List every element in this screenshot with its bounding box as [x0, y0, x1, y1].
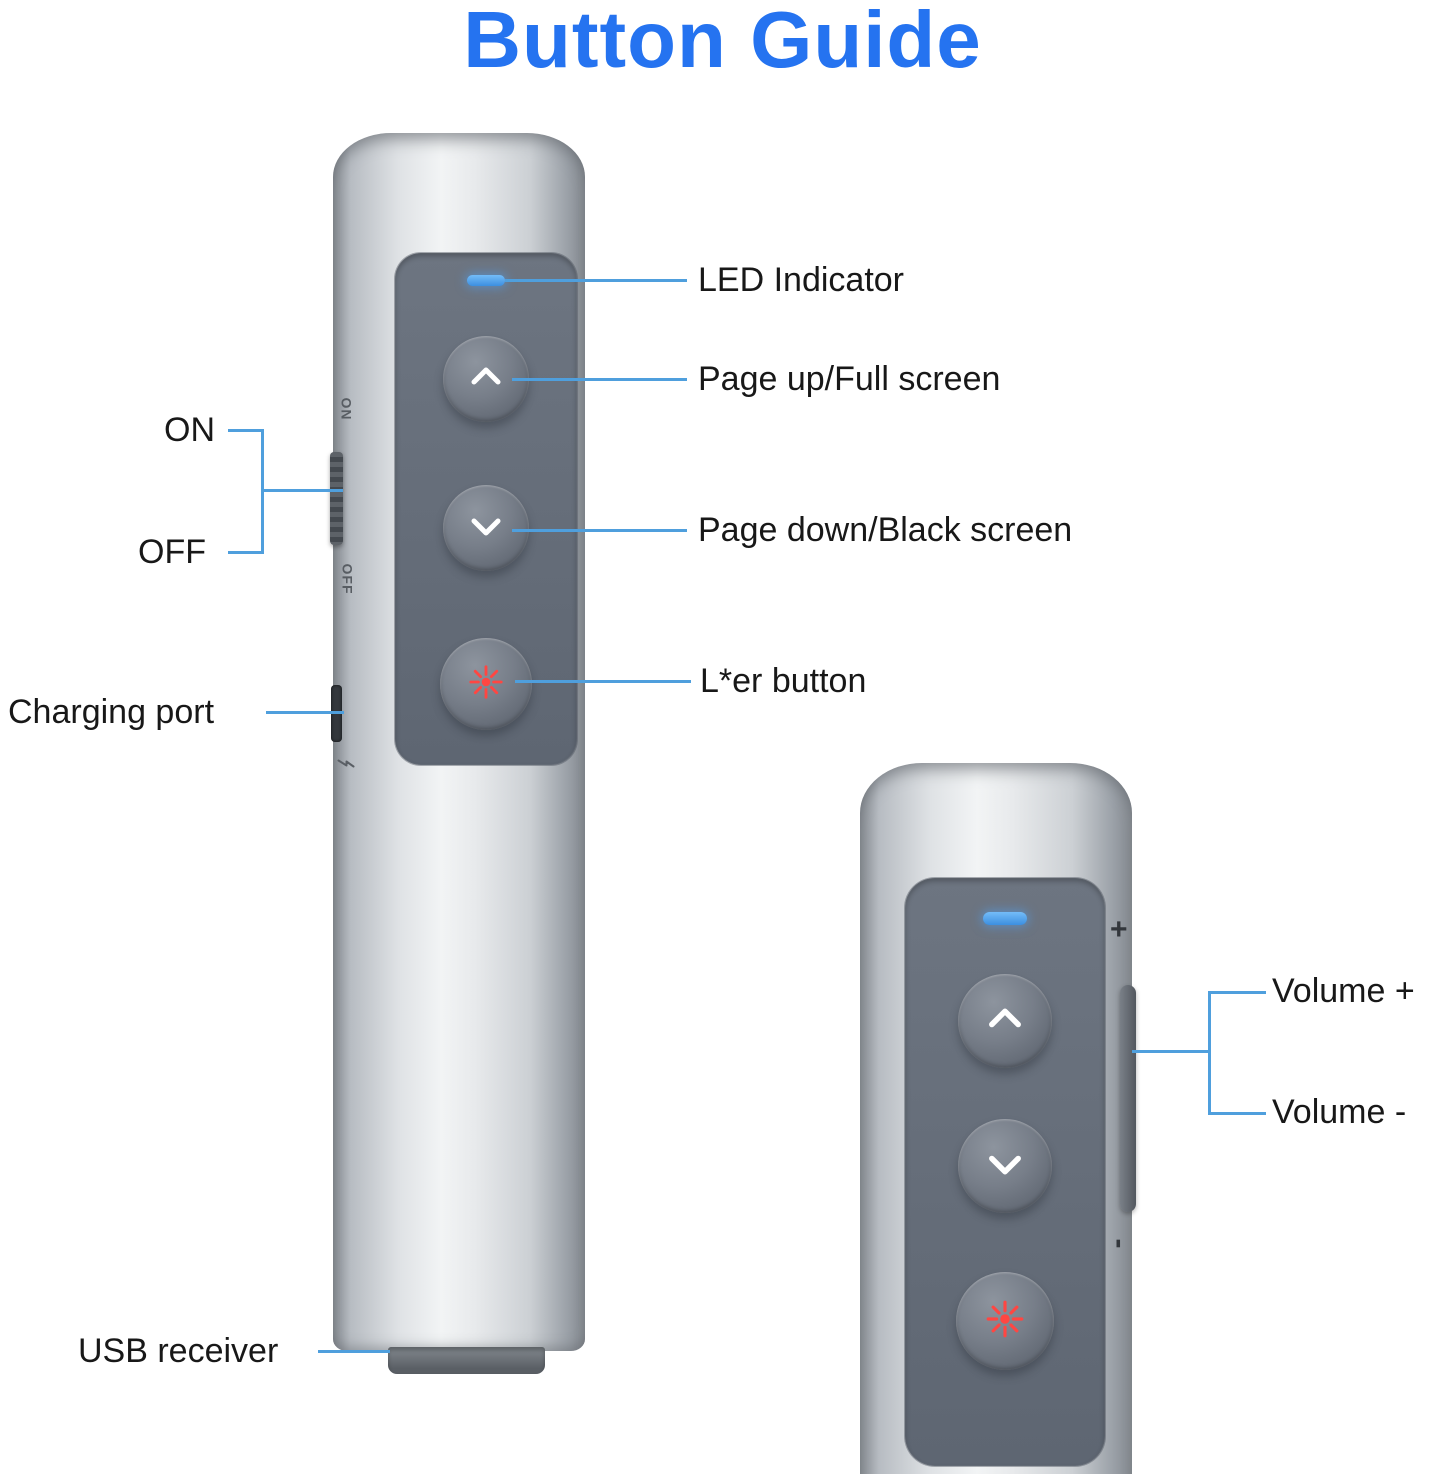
label-volume-up: Volume +	[1272, 971, 1415, 1010]
callout-line-laser	[515, 680, 691, 683]
volume-minus-marking: -	[1103, 1238, 1137, 1250]
switch-off-marking: OFF	[339, 563, 356, 595]
chevron-down-icon	[983, 1142, 1027, 1191]
label-laser-button: L*er button	[700, 661, 867, 700]
callout-line-charging	[266, 711, 344, 714]
label-led-indicator: LED Indicator	[698, 260, 904, 299]
label-charging-port: Charging port	[8, 692, 215, 731]
switch-on-marking: ON	[338, 397, 355, 421]
button-panel	[395, 253, 577, 765]
callout-line-page-up	[512, 378, 687, 381]
callout-line-page-down	[512, 529, 687, 532]
page-title: Button Guide	[463, 0, 982, 84]
callout-line-usb	[318, 1350, 390, 1353]
led-indicator	[983, 912, 1027, 925]
label-usb-receiver: USB receiver	[78, 1331, 279, 1370]
callout-line-led	[505, 279, 687, 282]
label-power-on: ON	[164, 410, 215, 449]
callout-line-volume-down	[1208, 1112, 1266, 1115]
callout-line-off	[228, 551, 264, 554]
chevron-up-icon	[983, 997, 1027, 1046]
volume-plus-marking: +	[1110, 913, 1129, 946]
presenter-side-view: + -	[860, 763, 1137, 1474]
laser-button	[440, 638, 532, 730]
power-switch	[330, 452, 343, 545]
label-power-off: OFF	[138, 532, 206, 571]
laser-icon	[467, 663, 505, 706]
button-panel	[905, 878, 1105, 1466]
callout-line-rocker	[1132, 1050, 1211, 1053]
page-up-button	[958, 974, 1052, 1068]
led-indicator	[467, 275, 505, 286]
volume-rocker	[1120, 985, 1136, 1212]
laser-button	[956, 1272, 1054, 1370]
callout-bracket-volume	[1208, 991, 1211, 1115]
callout-line-switch	[261, 489, 343, 492]
label-volume-down: Volume -	[1272, 1092, 1407, 1131]
label-page-down: Page down/Black screen	[698, 510, 1073, 549]
chevron-up-icon	[466, 357, 506, 402]
laser-icon	[984, 1298, 1026, 1345]
usb-receiver	[388, 1347, 545, 1374]
chevron-down-icon	[466, 506, 506, 551]
charging-icon	[333, 759, 355, 770]
page-down-button	[443, 485, 529, 571]
presenter-front-view: ON OFF	[330, 133, 585, 1374]
label-page-up: Page up/Full screen	[698, 359, 1001, 398]
page-down-button	[958, 1119, 1052, 1213]
callout-line-volume-up	[1208, 991, 1266, 994]
callout-line-on	[228, 429, 264, 432]
